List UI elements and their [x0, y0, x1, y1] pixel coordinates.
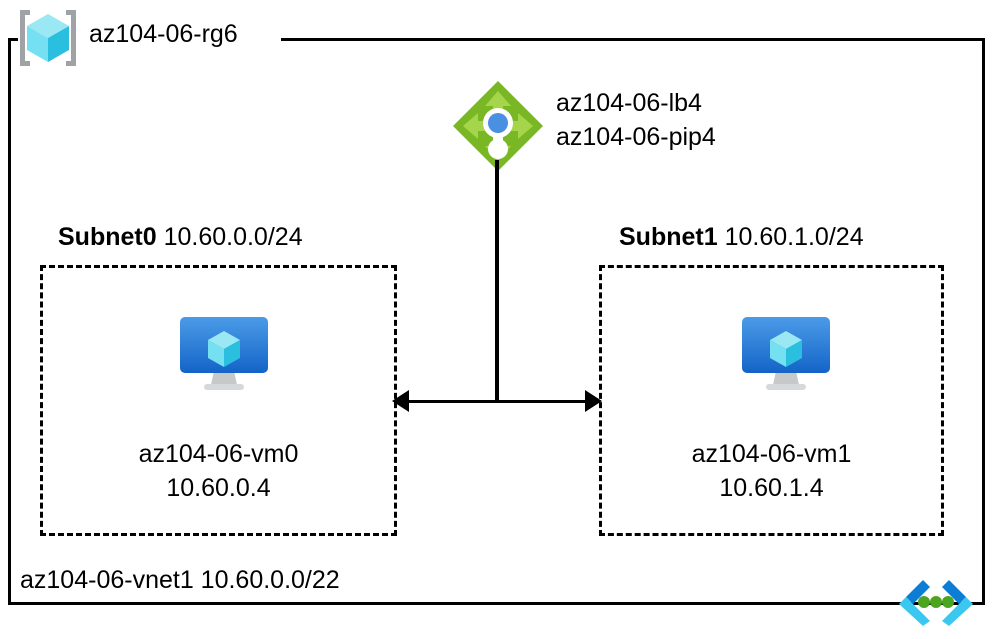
subnet-box-subnet1 [599, 265, 944, 536]
vnet-border-left [8, 38, 11, 605]
load-balancer-connector-line [495, 160, 499, 402]
vnet-caption: az104-06-vnet1 10.60.0.0/22 [20, 566, 340, 594]
public-ip-name: az104-06-pip4 [556, 123, 716, 151]
subnet1-title: Subnet1 10.60.1.0/24 [619, 222, 864, 252]
vm1-ip: 10.60.1.4 [719, 474, 824, 502]
subnet1-name: Subnet1 [619, 223, 718, 251]
virtual-machine-icon [178, 315, 270, 393]
load-balancer-labels: az104-06-lb4 az104-06-pip4 [556, 86, 716, 154]
vm0-ip: 10.60.0.4 [166, 474, 271, 502]
subnet0-title: Subnet0 10.60.0.0/24 [58, 222, 303, 252]
vm1-labels: az104-06-vm1 10.60.1.4 [599, 437, 944, 505]
vm1-name: az104-06-vm1 [691, 440, 852, 468]
subnet0-cidr: 10.60.0.0/24 [163, 223, 303, 251]
virtual-network-icon [893, 578, 979, 626]
vnet-border-right [982, 38, 985, 605]
arrow-head-right [585, 390, 602, 412]
subnet0-name: Subnet0 [58, 223, 157, 251]
vnet-border-top-right [281, 38, 985, 41]
virtual-machine-icon [740, 315, 832, 393]
vm0-name: az104-06-vm0 [138, 440, 299, 468]
vnet-border-bottom [8, 602, 985, 605]
load-balancer-name: az104-06-lb4 [556, 89, 702, 117]
load-balancer-icon [451, 79, 545, 173]
subnet-box-subnet0 [40, 265, 397, 536]
resource-group-label: az104-06-rg6 [89, 20, 238, 48]
resource-group-cube-icon [14, 6, 82, 70]
subnet1-cidr: 10.60.1.0/24 [724, 223, 864, 251]
vm0-labels: az104-06-vm0 10.60.0.4 [40, 437, 397, 505]
vnet-border-top-left [8, 38, 18, 41]
subnet-connector-line [398, 400, 594, 403]
